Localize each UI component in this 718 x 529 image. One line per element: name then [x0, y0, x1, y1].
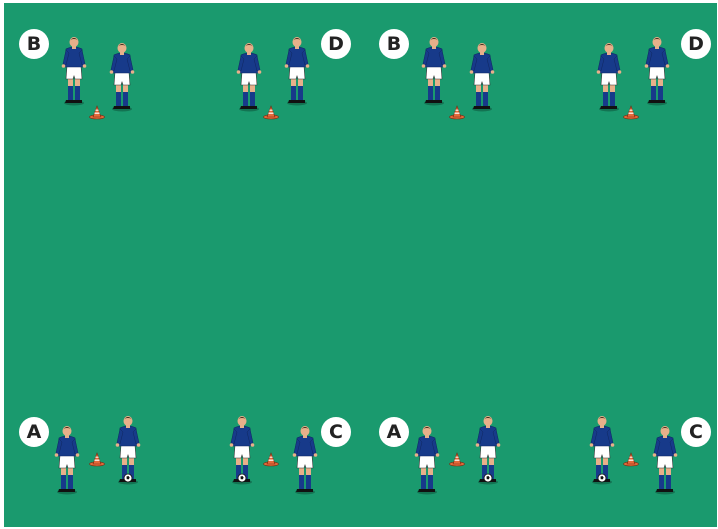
station-marker: B: [19, 29, 49, 59]
player-figure: [282, 36, 312, 106]
station-marker: A: [19, 417, 49, 447]
player-figure: [290, 425, 320, 495]
player-figure: [419, 36, 449, 106]
cone-icon: [89, 105, 105, 119]
station-label: B: [27, 35, 41, 54]
station-marker: C: [681, 417, 711, 447]
station-label: C: [689, 423, 703, 442]
player-with-ball-figure: [113, 415, 143, 485]
station-label: B: [387, 35, 401, 54]
cone-icon: [263, 105, 279, 119]
player-figure: [107, 42, 137, 112]
station-marker: D: [681, 29, 711, 59]
station-label: A: [27, 423, 42, 442]
cone-icon: [623, 105, 639, 119]
player-figure: [467, 42, 497, 112]
station-label: D: [688, 35, 704, 54]
player-with-ball-figure: [473, 415, 503, 485]
player-figure: [650, 425, 680, 495]
station-label: D: [328, 35, 344, 54]
cone-icon: [623, 452, 639, 466]
cone-icon: [89, 452, 105, 466]
player-figure: [412, 425, 442, 495]
cone-icon: [449, 105, 465, 119]
station-marker: C: [321, 417, 351, 447]
player-figure: [59, 36, 89, 106]
player-with-ball-figure: [587, 415, 617, 485]
station-marker: A: [379, 417, 409, 447]
player-figure: [52, 425, 82, 495]
player-with-ball-figure: [227, 415, 257, 485]
station-marker: D: [321, 29, 351, 59]
player-figure: [234, 42, 264, 112]
cone-icon: [263, 452, 279, 466]
cone-icon: [449, 452, 465, 466]
player-figure: [642, 36, 672, 106]
station-label: A: [387, 423, 402, 442]
station-marker: B: [379, 29, 409, 59]
station-label: C: [329, 423, 343, 442]
player-figure: [594, 42, 624, 112]
